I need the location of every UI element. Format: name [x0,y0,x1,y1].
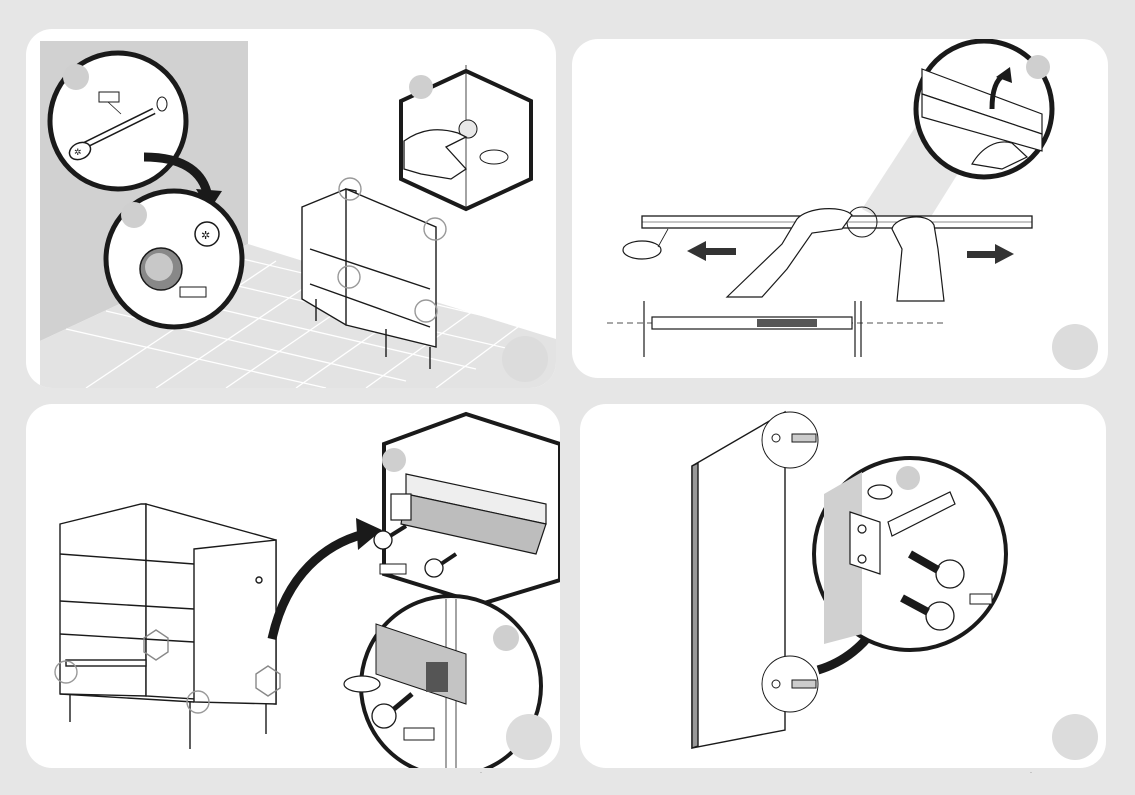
cabinet-carcass [55,504,280,749]
part-label-box [99,92,119,102]
footer-mark: · [1030,770,1032,776]
step-2-illustration [572,39,1108,378]
part-label-box [404,728,434,740]
part-label-box [180,287,206,297]
step-3-illustration [26,404,560,768]
hinge-bottom [762,656,818,712]
step-2-panel [572,39,1108,378]
slide-assembly-plan [607,301,944,357]
footer-mark: · [480,770,482,776]
hinge-top [762,412,818,468]
step-1-illustration: ✲ ✲ [26,29,556,388]
step-1-panel: ✲ ✲ [26,29,556,388]
part-tag [623,241,661,259]
part-label-box [380,564,406,574]
step-badge-f [493,625,519,651]
right-hand [892,217,944,301]
zoom-lever-detail [916,41,1052,177]
svg-text:✲: ✲ [74,147,82,157]
step-number-badge [1052,324,1098,370]
step-number-badge [1052,714,1098,760]
part-label-box [970,594,992,604]
step-badge-b [121,202,147,228]
curved-arrow-icon [272,534,364,639]
wall-plug-icon [140,248,182,290]
step-number-badge [506,714,552,760]
step-4-illustration [580,404,1106,768]
step-badge-a [63,64,89,90]
step-4-panel [580,404,1106,768]
zoom-screw-detail: ✲ [50,53,186,189]
svg-text:✲: ✲ [201,230,210,242]
step-number-badge [502,336,548,382]
arrow-right-icon [967,244,1014,264]
step-3-panel [26,404,560,768]
arrow-left-icon [687,241,736,261]
step-badge-e [382,448,406,472]
zoom-plug-detail: ✲ [106,191,242,327]
zoom-hand-detail [401,65,531,209]
zoom-slide-mount-detail [374,414,560,604]
step-badge-d [1026,55,1050,79]
step-badge-g [896,466,920,490]
step-badge-c [409,75,433,99]
zoom-hinge-detail [814,458,1006,650]
